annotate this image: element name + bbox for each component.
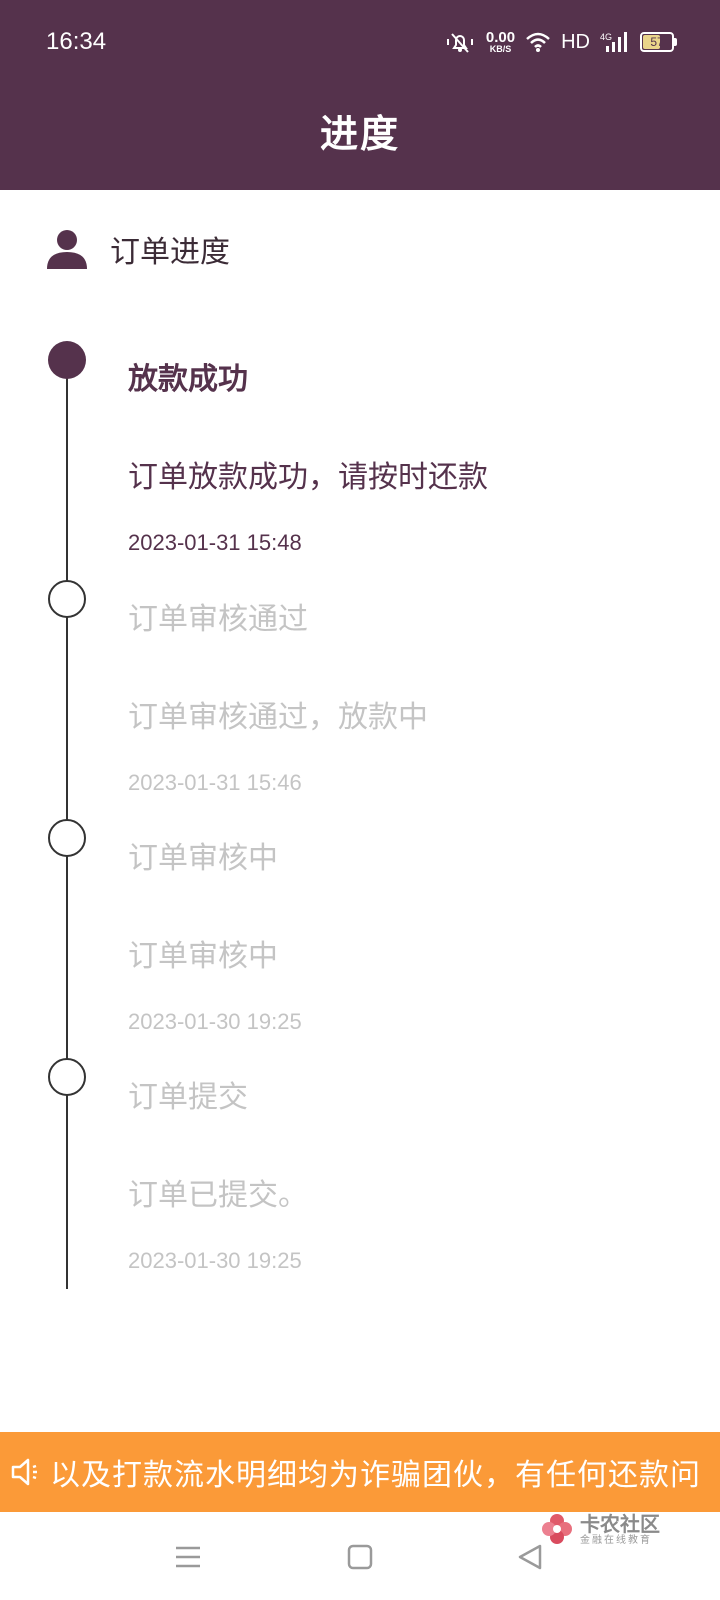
timeline-dot <box>48 819 86 857</box>
menu-icon <box>176 1546 200 1568</box>
home-button[interactable] <box>335 1532 385 1582</box>
timeline-item-desc: 订单审核中 <box>128 939 278 974</box>
page-title: 进度 <box>319 112 400 156</box>
watermark-sub: 金融在线教育 <box>580 1534 652 1546</box>
menu-button[interactable] <box>163 1532 213 1582</box>
notice-banner[interactable]: 以及打款流水明细均为诈骗团伙，有任何还款问 <box>0 1432 720 1512</box>
timeline-item-title: 订单审核通过 <box>128 602 308 637</box>
back-button[interactable] <box>505 1532 555 1582</box>
timeline-item-title: 订单提交 <box>128 1080 248 1115</box>
status-time: 16:34 <box>46 28 107 55</box>
battery-icon: 57 <box>640 32 677 52</box>
banner-text: 以及打款流水明细均为诈骗团伙，有任何还款问 <box>50 1458 701 1493</box>
section-header: 订单进度 <box>46 226 230 272</box>
signal-label: 4G <box>600 32 612 42</box>
timeline-item-title: 订单审核中 <box>128 841 278 876</box>
person-icon <box>47 230 87 269</box>
flower-logo-icon <box>542 1514 572 1544</box>
timeline-item-time: 2023-01-30 19:25 <box>128 1248 302 1273</box>
system-nav-bar <box>0 1512 720 1600</box>
mute-bell-icon <box>446 33 473 53</box>
timeline-item-time: 2023-01-31 15:48 <box>128 530 302 555</box>
timeline-item-time: 2023-01-31 15:46 <box>128 770 302 795</box>
timeline-dot <box>48 1058 86 1096</box>
timeline-dot-active <box>48 341 86 379</box>
watermark-main: 卡农社区 <box>580 1511 660 1536</box>
net-speed-value: 0.00 <box>485 29 516 46</box>
watermark: 卡农社区 金融在线教育 <box>540 1512 660 1546</box>
network-speed: 0.00 KB/S <box>486 30 515 54</box>
wifi-icon <box>526 32 550 52</box>
battery-level: 57 <box>650 35 664 49</box>
timeline-item-desc: 订单已提交。 <box>128 1178 308 1213</box>
signal-icon: 4G <box>600 32 627 52</box>
battery-fill <box>643 35 661 49</box>
timeline-item-desc: 订单放款成功，请按时还款 <box>128 460 488 495</box>
home-square-icon <box>347 1544 373 1570</box>
timeline-item-title: 放款成功 <box>128 362 248 397</box>
timeline-dot <box>48 580 86 618</box>
speaker-icon <box>11 1458 37 1486</box>
status-icons: 0.00 KB/S HD 4G 57 <box>444 27 677 57</box>
timeline-item-time: 2023-01-30 19:25 <box>128 1009 302 1034</box>
timeline-item-desc: 订单审核通过，放款中 <box>128 700 428 735</box>
watermark-text: 卡农社区 金融在线教育 <box>580 1513 660 1546</box>
net-speed-unit: KB/S <box>489 44 512 54</box>
hd-label: HD <box>561 30 590 53</box>
back-triangle-icon <box>518 1544 542 1570</box>
section-title: 订单进度 <box>110 235 230 270</box>
app-header: 16:34 0.00 KB/S HD 4G 57 <box>0 0 720 190</box>
